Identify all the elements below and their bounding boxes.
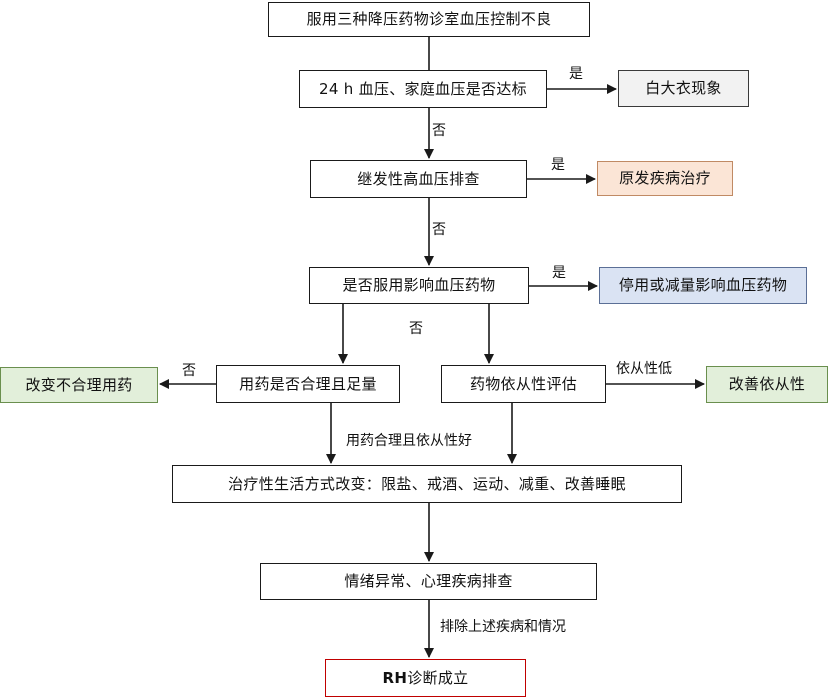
node-primary-treat-label: 原发疾病治疗 bbox=[619, 169, 711, 187]
node-stop-drug: 停用或减量影响血压药物 bbox=[599, 267, 807, 304]
node-bp-check-label: 24 h 血压、家庭血压是否达标 bbox=[319, 79, 527, 98]
node-rational-check: 用药是否合理且足量 bbox=[216, 365, 400, 403]
node-improve-adherence: 改善依从性 bbox=[706, 366, 828, 403]
node-lifestyle-label: 治疗性生活方式改变：限盐、戒酒、运动、减重、改善睡眠 bbox=[228, 474, 626, 493]
node-drug-check: 是否服用影响血压药物 bbox=[309, 267, 529, 304]
node-change-meds-label: 改变不合理用药 bbox=[25, 375, 133, 394]
node-rh-diagnosis-label: RH诊断成立 bbox=[382, 668, 469, 687]
node-white-coat: 白大衣现象 bbox=[618, 70, 749, 107]
node-start: 服用三种降压药物诊室血压控制不良 bbox=[268, 2, 590, 37]
node-stop-drug-label: 停用或减量影响血压药物 bbox=[618, 276, 788, 294]
label-yes-white-coat: 是 bbox=[569, 66, 583, 82]
node-primary-treat: 原发疾病治疗 bbox=[597, 161, 733, 196]
node-bp-check: 24 h 血压、家庭血压是否达标 bbox=[299, 70, 547, 108]
node-change-meds: 改变不合理用药 bbox=[0, 367, 158, 403]
node-lifestyle: 治疗性生活方式改变：限盐、戒酒、运动、减重、改善睡眠 bbox=[172, 465, 682, 503]
node-adherence-eval: 药物依从性评估 bbox=[441, 365, 606, 403]
node-rh-diagnosis: RH诊断成立 bbox=[325, 659, 526, 697]
node-secondary-label: 继发性高血压排查 bbox=[357, 169, 480, 188]
node-white-coat-label: 白大衣现象 bbox=[645, 79, 722, 97]
label-low-adherence: 依从性低 bbox=[616, 361, 672, 377]
node-secondary: 继发性高血压排查 bbox=[310, 160, 527, 198]
label-no-split: 否 bbox=[409, 321, 423, 337]
node-psych-check-label: 情绪异常、心理疾病排查 bbox=[344, 572, 513, 590]
node-rational-check-label: 用药是否合理且足量 bbox=[239, 374, 377, 393]
node-rh-suffix: 诊断成立 bbox=[407, 668, 469, 687]
label-exclude: 排除上述疾病和情况 bbox=[440, 619, 566, 635]
label-yes-primary: 是 bbox=[551, 157, 565, 173]
label-good-meds: 用药合理且依从性好 bbox=[346, 433, 472, 449]
label-no-change: 否 bbox=[182, 363, 196, 379]
node-psych-check: 情绪异常、心理疾病排查 bbox=[260, 563, 597, 600]
node-improve-adherence-label: 改善依从性 bbox=[728, 375, 806, 393]
label-no-drug: 否 bbox=[432, 222, 446, 238]
label-no-secondary: 否 bbox=[432, 123, 446, 139]
label-yes-stop: 是 bbox=[552, 265, 566, 281]
node-start-label: 服用三种降压药物诊室血压控制不良 bbox=[306, 10, 552, 28]
node-drug-check-label: 是否服用影响血压药物 bbox=[342, 276, 496, 294]
node-rh-prefix: RH bbox=[382, 668, 408, 687]
node-adherence-eval-label: 药物依从性评估 bbox=[469, 374, 578, 393]
